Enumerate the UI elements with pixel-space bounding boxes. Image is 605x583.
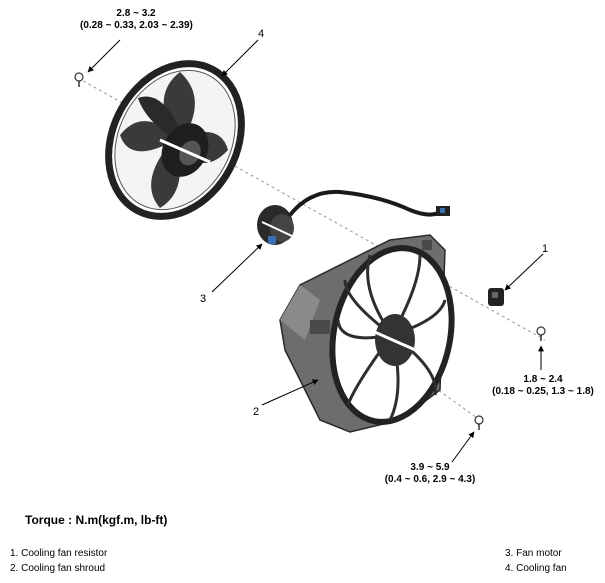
torque-conversions: (0.28 ~ 0.33, 2.03 ~ 2.39) (80, 20, 193, 31)
resistor-leader (504, 253, 544, 291)
shroud-bolt-part (474, 415, 484, 430)
cooling-fan-leader (221, 39, 259, 77)
torque-conversions: (0.18 ~ 0.25, 1.3 ~ 1.8) (492, 386, 594, 397)
assembly-axis-line (77, 77, 546, 341)
callout-2: 2 (253, 406, 260, 418)
torque-spec-shroud: 3.9 ~ 5.9 (0.4 ~ 0.6, 2.9 ~ 4.3) (376, 462, 484, 486)
resistor-bolt-part (536, 326, 546, 341)
cooling-fan-exploded-diagram (74, 39, 546, 463)
fan-motor-part (257, 189, 450, 245)
fan-motor-leader (211, 243, 263, 293)
torque-value: 2.8 ~ 3.2 (116, 8, 156, 19)
fan-bolt-leader (87, 39, 121, 73)
torque-spec-resistor: 1.8 ~ 2.4 (0.18 ~ 0.25, 1.3 ~ 1.8) (483, 374, 603, 398)
torque-unit-label: Torque : N.m(kgf.m, lb-ft) (25, 513, 168, 527)
legend-item: 4. Cooling fan (505, 563, 567, 574)
cooling-fan-shroud-part (279, 234, 455, 433)
shroud-leader (261, 379, 319, 406)
legend-item: 1. Cooling fan resistor (10, 548, 108, 559)
callout-4: 4 (258, 28, 265, 40)
shroud-bolt-leader (451, 431, 475, 463)
torque-spec-fan: 2.8 ~ 3.2 (0.28 ~ 0.33, 2.03 ~ 2.39) (80, 8, 193, 32)
torque-value: 1.8 ~ 2.4 (523, 374, 563, 385)
callout-3: 3 (200, 293, 207, 305)
cooling-fan-part (105, 60, 245, 220)
torque-conversions: (0.4 ~ 0.6, 2.9 ~ 4.3) (384, 474, 476, 485)
legend-item: 3. Fan motor (505, 548, 562, 559)
callout-1: 1 (542, 243, 549, 255)
torque-value: 3.9 ~ 5.9 (410, 462, 450, 473)
legend-item: 2. Cooling fan shroud (10, 563, 106, 574)
cooling-fan-resistor-part (488, 288, 504, 306)
fan-bolt-part (74, 72, 84, 87)
